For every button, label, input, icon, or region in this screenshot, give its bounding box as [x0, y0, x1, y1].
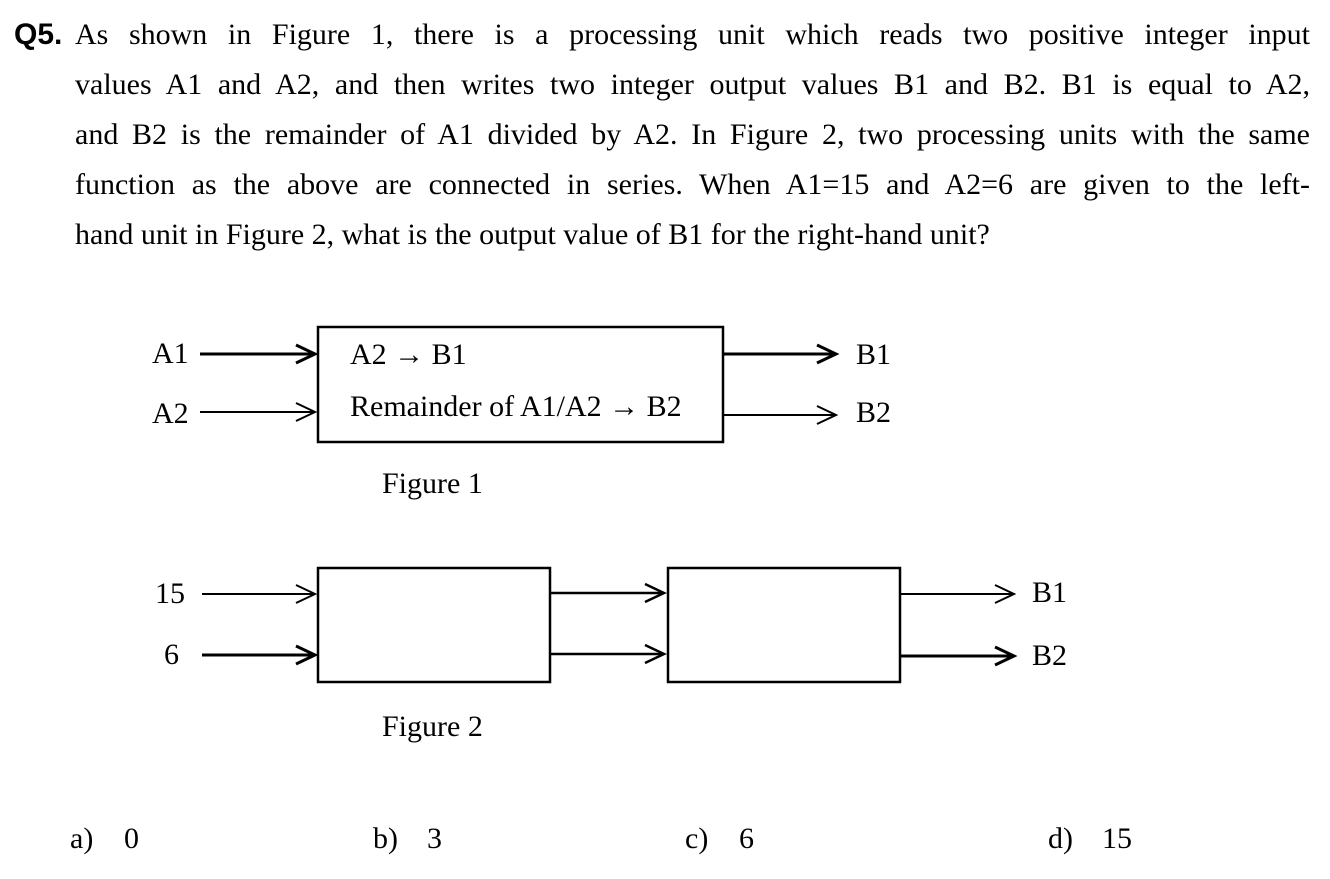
- question-line-2: values A1 and A2, and then writes two in…: [75, 68, 1310, 101]
- fig2-output-arrow-b1: [900, 584, 1017, 604]
- fig1-output-label-b1: B1: [856, 338, 892, 371]
- option-c-letter: c): [685, 822, 709, 855]
- fig1-output-arrow-b1: [723, 343, 840, 365]
- option-a: a) 0: [70, 824, 139, 854]
- fig1-input-arrow-a1: [200, 343, 319, 365]
- fig1-input-arrow-a2: [200, 402, 318, 422]
- question-line-5: hand unit in Figure 2, what is the outpu…: [75, 218, 990, 251]
- fig1-output-label-b2: B2: [856, 396, 892, 429]
- fig2-right-unit-box: [666, 566, 902, 684]
- question-line-4: function as the above are connected in s…: [75, 168, 1310, 201]
- fig1-box-rule-2: Remainder of A1/A2 → B2: [350, 390, 682, 423]
- fig2-input-arrow-15: [202, 584, 318, 604]
- fig1-input-label-a1: A1: [152, 337, 189, 370]
- fig1-box-rule-1: A2 → B1: [350, 338, 467, 371]
- fig2-output-label-b1: B1: [1032, 576, 1068, 609]
- option-b-letter: b): [373, 822, 398, 855]
- fig1-input-label-a2: A2: [152, 397, 189, 430]
- option-d-value: 15: [1102, 822, 1132, 855]
- question-line-1: As shown in Figure 1, there is a process…: [75, 18, 1310, 51]
- fig1-caption: Figure 1: [382, 467, 483, 500]
- fig1-output-arrow-b2: [723, 405, 839, 425]
- fig2-input-label-15: 15: [155, 577, 185, 610]
- fig1-processing-unit-box: [316, 325, 725, 444]
- fig2-output-label-b2: B2: [1032, 639, 1068, 672]
- option-b-value: 3: [427, 822, 442, 855]
- option-c-value: 6: [739, 822, 754, 855]
- question-line-3: and B2 is the remainder of A1 divided by…: [75, 118, 1310, 151]
- option-d-letter: d): [1048, 822, 1073, 855]
- fig2-middle-arrow-bottom: [550, 643, 667, 665]
- fig2-middle-arrow-top: [550, 582, 667, 604]
- question-text: As shown in Figure 1, there is a process…: [75, 10, 1310, 260]
- question-number: Q5.: [14, 18, 63, 51]
- option-c: c) 6: [685, 824, 754, 854]
- option-d: d) 15: [1048, 824, 1132, 854]
- fig2-input-label-6: 6: [164, 638, 179, 671]
- option-a-letter: a): [70, 822, 94, 855]
- fig2-caption: Figure 2: [382, 710, 483, 743]
- option-b: b) 3: [373, 824, 442, 854]
- option-a-value: 0: [124, 822, 139, 855]
- fig2-left-unit-box: [316, 566, 552, 684]
- fig2-input-arrow-6: [202, 644, 319, 666]
- fig2-output-arrow-b2: [900, 645, 1018, 667]
